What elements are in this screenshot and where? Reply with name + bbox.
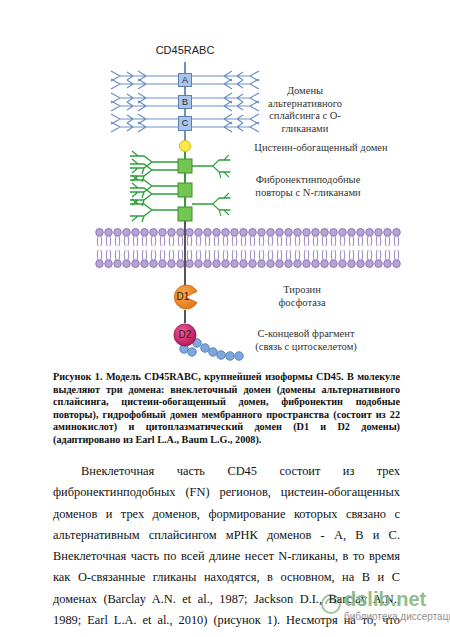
- splice-domain-box: B: [178, 95, 192, 109]
- node-label: C: [182, 119, 189, 128]
- node-label: B: [182, 98, 188, 107]
- tyrosine-phosphatase-shape: [174, 285, 197, 309]
- watermark: dslib.net: [344, 588, 426, 611]
- protein-stalk: [184, 151, 186, 224]
- n-glycan: [130, 199, 178, 222]
- fibronectin-repeat: [178, 207, 192, 221]
- annotation-label: С-концевой фрагмент (связь с цитоскелето…: [244, 328, 368, 353]
- transmembrane-segment: [184, 221, 186, 286]
- bead: [217, 351, 226, 360]
- annotation-label: Тирозин фосфотаза: [262, 284, 342, 309]
- n-glycan: [192, 193, 230, 216]
- d2-shape: [174, 324, 196, 346]
- o-glycan: [192, 71, 259, 81]
- n-glycan: [130, 151, 178, 174]
- phosphatase-domain-circle: D1: [172, 284, 198, 310]
- splice-domain-box: C: [178, 116, 192, 131]
- o-glycan: [192, 101, 259, 111]
- fibronectin-repeat: [178, 159, 192, 173]
- watermark: библиотека диссертаций: [344, 611, 450, 622]
- o-glycan: [192, 114, 259, 124]
- c-terminal-domain-circle: D2: [173, 323, 197, 347]
- node-label: A: [182, 76, 188, 85]
- bead: [226, 352, 235, 361]
- figure-title: CD45RABC: [135, 44, 235, 56]
- n-glycan: [130, 159, 178, 182]
- figure-caption: Рисунок 1. Модель CD45RABC, крупнейшей и…: [53, 371, 400, 447]
- o-glycan: [192, 122, 259, 132]
- o-glycan: [111, 114, 178, 124]
- n-glycan: [130, 183, 178, 206]
- o-glycan: [111, 71, 178, 81]
- o-glycan: [111, 93, 178, 103]
- n-glycan: [130, 175, 178, 198]
- o-glycan: [192, 79, 259, 89]
- o-glycan: [111, 79, 178, 89]
- lipid-bilayer: [95, 228, 401, 268]
- bead: [201, 344, 210, 353]
- connector-line: [184, 87, 186, 95]
- bead: [188, 348, 197, 357]
- annotation-label: Цистеин-обогащенный домен: [236, 142, 406, 155]
- connector-line: [184, 310, 186, 323]
- fibronectin-repeat: [178, 183, 192, 197]
- body-paragraph: Внеклеточная часть CD45 состоит из трех …: [53, 461, 400, 637]
- splice-domain-box: A: [178, 73, 192, 87]
- annotation-label: Фибронектинподобные повторы с N-гликанам…: [242, 174, 374, 199]
- connector-line: [184, 109, 186, 116]
- o-glycan: [192, 93, 259, 103]
- o-glycan: [111, 122, 178, 132]
- bead: [209, 348, 218, 357]
- node-label: D1: [177, 292, 190, 302]
- annotation-label: Домены альтернативного сплайсинга с О-гл…: [250, 85, 360, 135]
- bead: [235, 352, 244, 361]
- node-label: D2: [179, 330, 192, 340]
- cysteine-rich-domain: [180, 141, 191, 152]
- n-glycan: [192, 155, 230, 178]
- o-glycan: [111, 101, 178, 111]
